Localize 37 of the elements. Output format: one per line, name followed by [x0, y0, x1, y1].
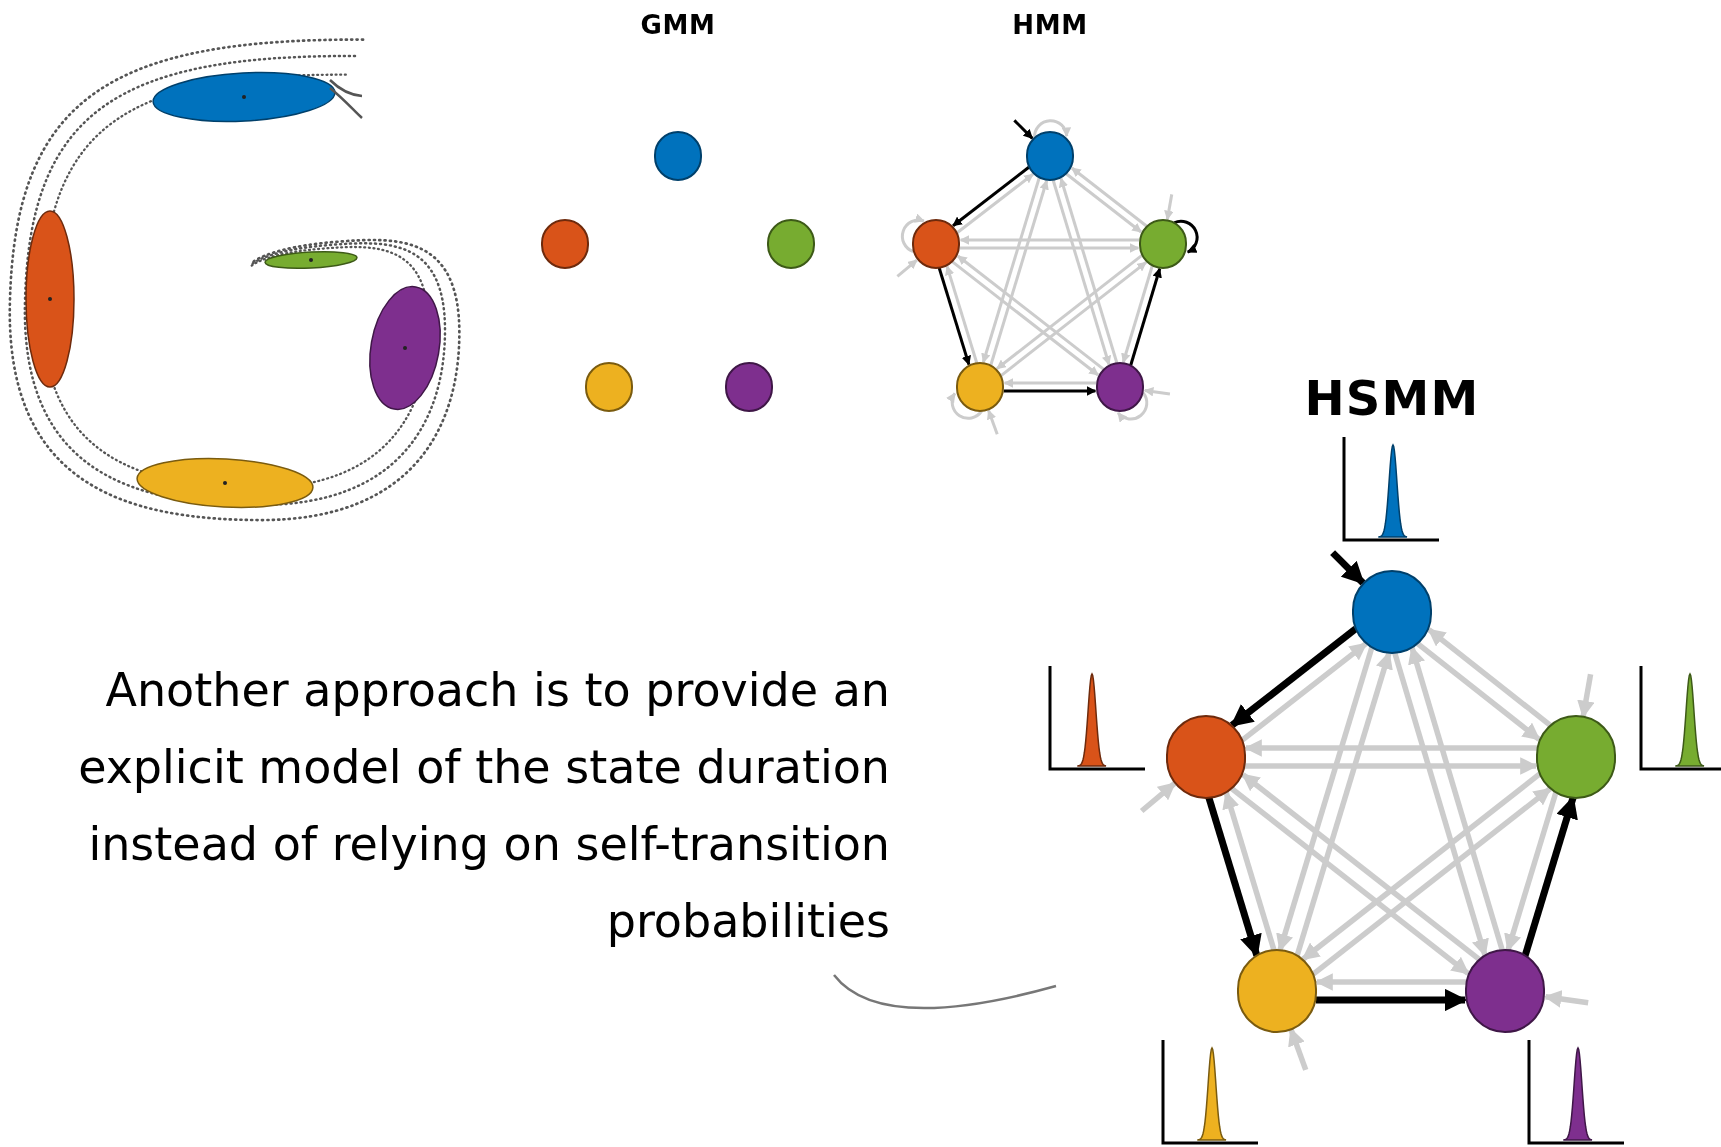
transition-arrow: [1129, 267, 1162, 366]
transition-arrow: [1229, 626, 1358, 729]
initial-arrow: [1164, 194, 1174, 221]
initial-arrow: [1330, 550, 1366, 586]
transition-arrow: [981, 177, 1041, 364]
self-loop-arrow: [900, 214, 925, 253]
transition-arrow: [1003, 386, 1097, 396]
transition-arrow: [1301, 771, 1542, 962]
transition-arrow: [1229, 785, 1470, 976]
initial-arrow: [1288, 1027, 1309, 1071]
model-title: HMM: [1011, 9, 1089, 42]
transition-arrow: [956, 173, 1034, 234]
description-text: Another approach is to provide an explicit model of the state duration instead of relying on self-transition probabilities: [77, 662, 890, 950]
transition-arrow: [957, 254, 1105, 371]
transition-arrow: [1003, 378, 1097, 388]
initial-arrow: [1139, 781, 1177, 814]
transition-arrow: [1000, 261, 1147, 377]
transition-arrow: [989, 179, 1049, 366]
transition-arrow: [959, 235, 1140, 245]
transition-arrow: [1415, 641, 1541, 742]
self-loop-arrow: [1033, 119, 1071, 138]
transition-arrow: [1121, 265, 1154, 364]
transition-arrow: [1427, 627, 1553, 728]
self-loop-arrow: [946, 392, 983, 420]
self-loop-arrow: [1173, 219, 1199, 254]
model-title: HSMM: [1303, 369, 1481, 428]
transition-arrow: [1240, 641, 1368, 743]
transition-arrow: [1241, 772, 1482, 963]
transition-arrow: [959, 243, 1140, 253]
initial-arrow: [896, 258, 918, 278]
transition-arrow: [952, 166, 1030, 227]
transition-arrow: [1311, 786, 1552, 977]
transition-arrow: [1071, 166, 1148, 228]
self-loop-arrow: [1117, 392, 1149, 423]
initial-arrow: [1143, 386, 1171, 397]
model-title: GMM: [639, 9, 717, 42]
initial-arrow: [1013, 119, 1034, 140]
